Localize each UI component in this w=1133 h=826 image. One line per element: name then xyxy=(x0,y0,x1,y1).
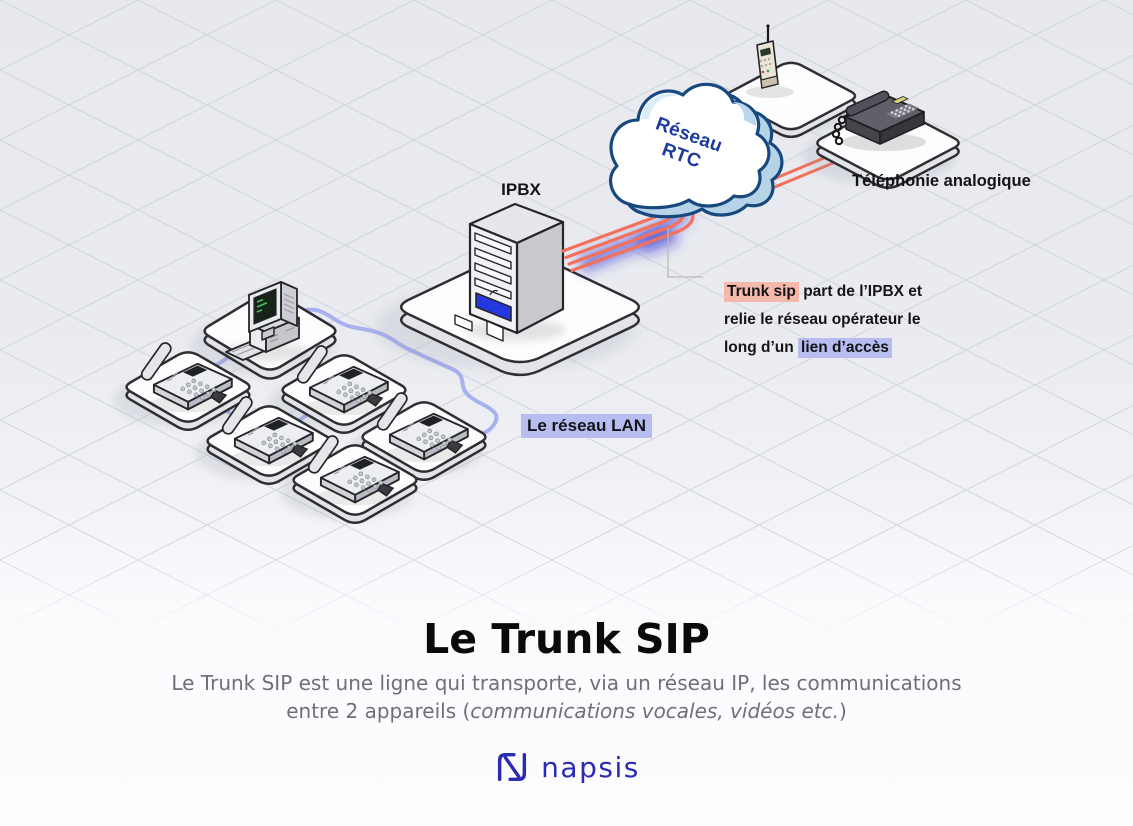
annotation-line-1: Trunk sip part de l’IPBX et xyxy=(724,278,922,306)
annotation-highlight-lien-acces: lien d’accès xyxy=(798,338,892,358)
cordless-phone-icon xyxy=(746,24,794,98)
description-line2-italic: communications vocales, vidéos etc. xyxy=(470,699,839,723)
description: Le Trunk SIP est une ligne qui transport… xyxy=(0,669,1133,725)
rtc-cloud-icon xyxy=(609,82,784,219)
ipbx-server-icon xyxy=(454,202,566,342)
ipbx-label: IPBX xyxy=(501,180,541,199)
brand-logo: napsis xyxy=(0,748,1133,786)
annotation-line3-pre: long d’un xyxy=(724,339,799,356)
annotation-leader-line xyxy=(667,228,703,278)
lan-label-text: Le réseau LAN xyxy=(521,414,653,438)
napsis-logo-icon xyxy=(498,752,527,782)
lan-label: Le réseau LAN xyxy=(521,414,653,438)
annotation-line-3: long d’un lien d’accès xyxy=(724,334,922,362)
annotation-line1-rest: part de l’IPBX et xyxy=(798,283,923,300)
annotation-line-2: relie le réseau opérateur le xyxy=(724,311,921,328)
annotation-highlight-trunk-sip: Trunk sip xyxy=(724,282,799,302)
page-title: Le Trunk SIP xyxy=(423,615,710,664)
crt-computer-icon xyxy=(222,281,310,361)
description-line2-post: ) xyxy=(838,699,847,723)
trunk-annotation: Trunk sip part de l’IPBX et relie le rés… xyxy=(724,278,922,362)
analog-telephony-label: Téléphonie analogique xyxy=(852,172,1031,190)
description-line-1: Le Trunk SIP est une ligne qui transport… xyxy=(171,671,962,695)
analog-phone-icon xyxy=(831,90,926,151)
description-line2-pre: entre 2 appareils ( xyxy=(286,699,471,723)
brand-name: napsis xyxy=(541,750,640,784)
